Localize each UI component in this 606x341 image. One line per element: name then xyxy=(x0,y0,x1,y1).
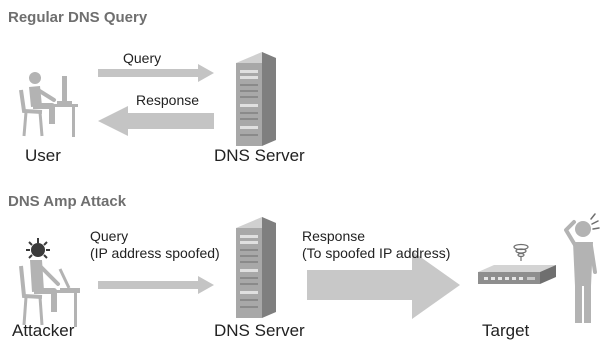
dns-server-icon-attack xyxy=(236,217,276,318)
amplified-response-arrow xyxy=(307,251,460,319)
dns-server-caption: DNS Server xyxy=(214,146,305,165)
user-caption: User xyxy=(25,146,61,165)
target-person-icon xyxy=(564,213,600,323)
network-switch-icon xyxy=(478,265,556,284)
attacker-icon xyxy=(19,238,80,327)
regular-dns-title: Regular DNS Query xyxy=(8,9,148,26)
spoofed-response-label: Response (To spoofed IP address) xyxy=(302,228,450,262)
response-label: Response xyxy=(136,92,200,108)
spoofed-query-label-line1: Query xyxy=(90,228,129,244)
spoofed-query-label-line2: (IP address spoofed) xyxy=(90,245,220,261)
dns-server-caption-attack: DNS Server xyxy=(214,321,305,340)
dizzy-swirl-icon xyxy=(513,243,529,261)
spoofed-query-label: Query (IP address spoofed) xyxy=(90,228,220,262)
attacker-caption: Attacker xyxy=(12,321,75,340)
spoofed-query-arrow xyxy=(98,276,214,294)
user-icon xyxy=(19,72,78,137)
dns-server-icon xyxy=(236,52,276,146)
query-arrow xyxy=(98,64,214,82)
spoofed-response-label-line1: Response xyxy=(302,228,366,244)
spoofed-response-label-line2: (To spoofed IP address) xyxy=(302,245,451,261)
target-caption: Target xyxy=(482,321,530,340)
dns-amp-title: DNS Amp Attack xyxy=(8,193,127,210)
query-label: Query xyxy=(123,50,162,66)
response-arrow xyxy=(98,106,214,136)
